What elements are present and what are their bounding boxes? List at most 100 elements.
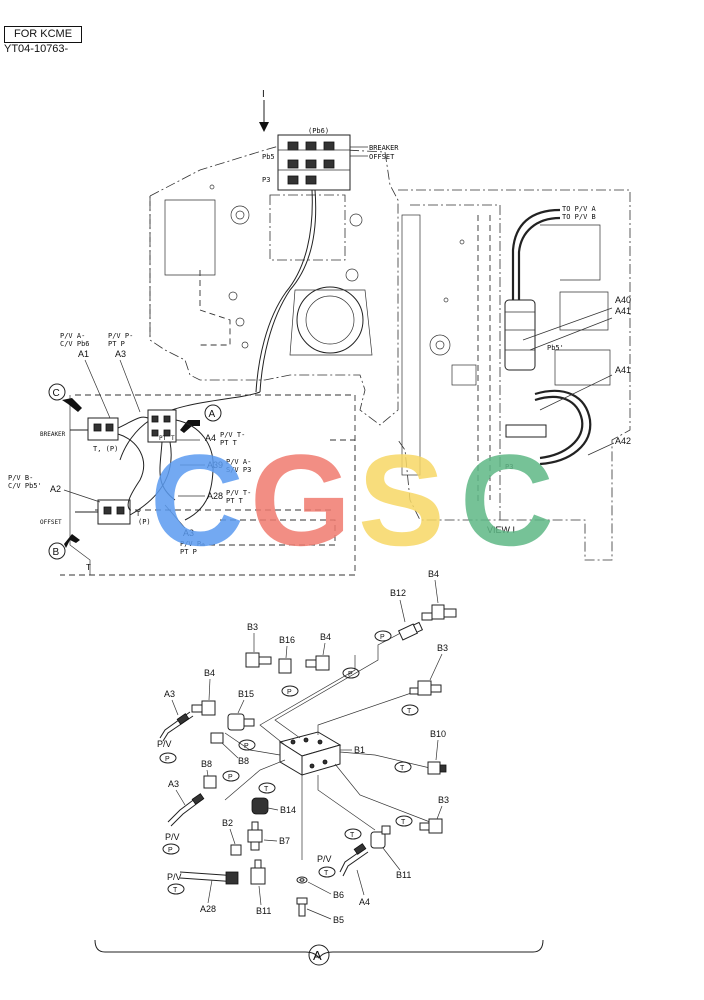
valve-port <box>305 159 317 169</box>
watermark-letter-c1: C <box>150 427 244 573</box>
b4-callout-left: B4 <box>204 668 215 678</box>
offset-valve-port <box>116 506 125 515</box>
elbow-body <box>431 604 445 620</box>
a3-callout-upper: A3 <box>164 689 175 699</box>
a2-leader <box>63 489 101 503</box>
a4-desc-2: PT T <box>220 439 238 447</box>
b3-leader-right <box>429 653 443 681</box>
route-b16 <box>259 655 356 746</box>
pv-label-1: P/V <box>157 739 172 749</box>
elbow-b4-mid <box>305 655 330 671</box>
route-b15 <box>224 732 281 756</box>
elbow-arm <box>258 656 272 665</box>
offset-valve-body <box>97 499 131 525</box>
a1-callout: A1 <box>78 349 89 359</box>
a41-callout: A41 <box>615 306 631 316</box>
manifold-body <box>147 409 177 443</box>
small-mark <box>209 184 215 190</box>
valve-port <box>287 159 299 169</box>
manifold-port <box>151 415 159 423</box>
hose-end <box>353 843 367 855</box>
b16-callout: B16 <box>279 635 295 645</box>
elbow-body <box>417 680 432 696</box>
watermark: C G S C <box>150 427 554 573</box>
a39-callout: A39 <box>207 460 223 470</box>
view-a-bottom-label: A <box>313 948 322 963</box>
view-c-circle <box>48 383 66 401</box>
view-c-label: C <box>53 388 60 399</box>
t-corner-label: T <box>86 563 91 572</box>
port-p-text: P <box>165 756 170 763</box>
pv-a-label-1: P/V A- <box>60 332 85 340</box>
upper-assembly: I (Pb6) <box>8 89 631 576</box>
route-b12 <box>274 627 411 739</box>
elbow-b11-left <box>250 859 266 885</box>
manifold-port <box>151 429 159 437</box>
offset-valve-port <box>103 506 112 515</box>
fitting-b12-nut <box>412 621 424 633</box>
b8-leader-upper <box>221 742 239 759</box>
port-t-text: T <box>350 832 355 839</box>
breaker-valve-body <box>87 417 119 441</box>
hose-to-pv-2 <box>517 216 561 300</box>
pilot-valve-block <box>277 134 351 191</box>
route-b10 <box>339 751 431 769</box>
elbow-body <box>370 831 386 849</box>
port-t-text: T <box>407 708 412 715</box>
manifold-port <box>163 415 171 423</box>
frame-inner-box <box>164 199 216 276</box>
port-p-bubble <box>374 630 392 642</box>
view-i-rail <box>401 214 421 476</box>
b2-leader <box>229 828 236 845</box>
view-b-label: B <box>53 547 60 558</box>
elbow-b10 <box>427 761 447 775</box>
a3-leader-upper <box>171 699 179 716</box>
port-t-bubble <box>395 815 413 827</box>
a28-desc-1: P/V T- <box>226 489 251 497</box>
sub-frame-outline <box>60 394 356 576</box>
b4-leader-left <box>208 678 211 701</box>
fitting-b16 <box>278 658 292 674</box>
a4-desc-1: P/V T- <box>220 431 245 439</box>
view-i-mark <box>459 239 465 245</box>
b5-leader <box>306 908 332 920</box>
view-i-mark <box>443 297 449 303</box>
a4-leader-lower <box>356 869 365 896</box>
elbow-body <box>315 655 330 671</box>
view-i-inner-2 <box>477 215 491 505</box>
fitting-b8-upper <box>210 732 224 744</box>
view-i-block-2 <box>554 349 611 386</box>
route-b3c <box>334 763 431 823</box>
elbow-arm <box>305 659 317 668</box>
offset-pilot-valve <box>75 499 131 525</box>
bolt <box>345 268 359 282</box>
pv-b-label-1: P/V B- <box>8 474 33 482</box>
view-i-port-inner <box>435 340 445 350</box>
elbow-body <box>251 797 269 815</box>
a40-callout: A40 <box>615 295 631 305</box>
manifold-b1 <box>278 731 342 776</box>
port-t-bubble <box>394 761 412 773</box>
breaker-line-label: BREAKER <box>369 144 399 152</box>
p-paren-label: (P) <box>138 518 151 526</box>
valve-block-lines <box>278 149 350 171</box>
fitting-b12 <box>397 621 424 641</box>
fitting-body <box>278 658 292 674</box>
elbow-cap <box>439 764 447 773</box>
a41b-callout: A41 <box>615 365 631 375</box>
pv-label-3: P/V <box>317 854 332 864</box>
fitting-body <box>210 732 224 744</box>
port-t-bubble <box>258 782 276 794</box>
bolt <box>349 213 363 227</box>
a41b-leader <box>539 374 613 411</box>
fitting-block <box>505 424 547 438</box>
hose-a39 <box>175 419 214 521</box>
pv-label-4: P/V <box>167 872 182 882</box>
frame-plate <box>269 194 346 261</box>
elbow-body <box>201 700 216 716</box>
bolt-b5 <box>296 897 308 917</box>
port-p-text: P <box>348 671 353 678</box>
watermark-letter-s: S <box>358 427 445 573</box>
washer-b6-hole <box>299 878 305 882</box>
